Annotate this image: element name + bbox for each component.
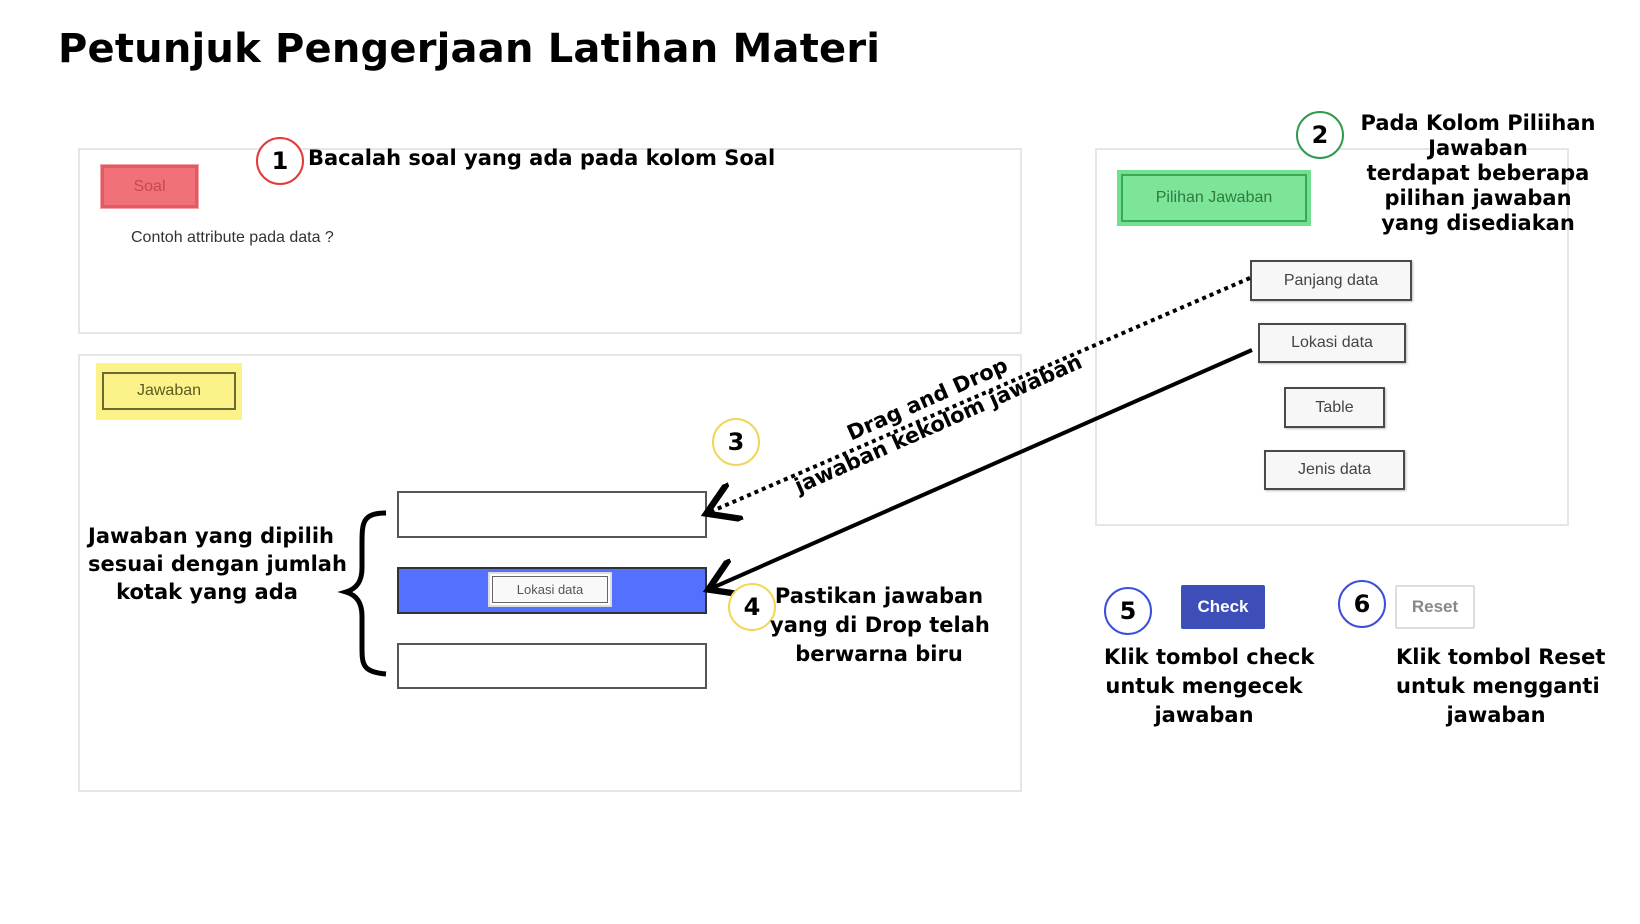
step-1-badge: 1 [256,137,304,185]
step-4-badge: 4 [728,583,776,631]
choice-jenis-data[interactable]: Jenis data [1264,450,1405,490]
soal-label: Soal [101,165,198,208]
soal-panel [78,148,1022,334]
check-button[interactable]: Check [1181,585,1265,629]
slots-note: Jawaban yang dipilih sesuai dengan jumla… [88,524,347,604]
step-3-badge: 3 [712,418,760,466]
choice-lokasi-data[interactable]: Lokasi data [1258,323,1406,363]
dropped-answer-chip[interactable]: Lokasi data [488,572,612,607]
drop-arrow-solid [712,348,1253,588]
answer-slot-3[interactable] [397,643,707,689]
drag-arrow-dotted [710,276,1251,512]
choice-table[interactable]: Table [1284,387,1385,428]
step-6-note: Klik tombol Reset untuk mengganti jawaba… [1396,645,1606,727]
step-6-badge: 6 [1338,580,1386,628]
question-text: Contoh attribute pada data ? [131,229,334,246]
step-2-note: Pada Kolom Piliihan Jawaban terdapat beb… [1360,111,1596,235]
dropped-answer-label: Lokasi data [492,576,608,603]
jawaban-label: Jawaban [102,372,236,410]
pilihan-label: Pilihan Jawaban [1121,174,1307,222]
answer-slot-1[interactable] [397,491,707,538]
step-4-note: Pastikan jawaban yang di Drop telah berw… [770,584,990,666]
page-title: Petunjuk Pengerjaan Latihan Materi [58,26,881,72]
step-5-note: Klik tombol check untuk mengecek jawaban [1104,645,1315,727]
step-2-badge: 2 [1296,111,1344,159]
curly-brace [337,510,387,677]
step-5-badge: 5 [1104,587,1152,635]
reset-button[interactable]: Reset [1395,585,1475,629]
choice-panjang-data[interactable]: Panjang data [1250,260,1412,301]
step-1-note: Bacalah soal yang ada pada kolom Soal [308,146,776,170]
